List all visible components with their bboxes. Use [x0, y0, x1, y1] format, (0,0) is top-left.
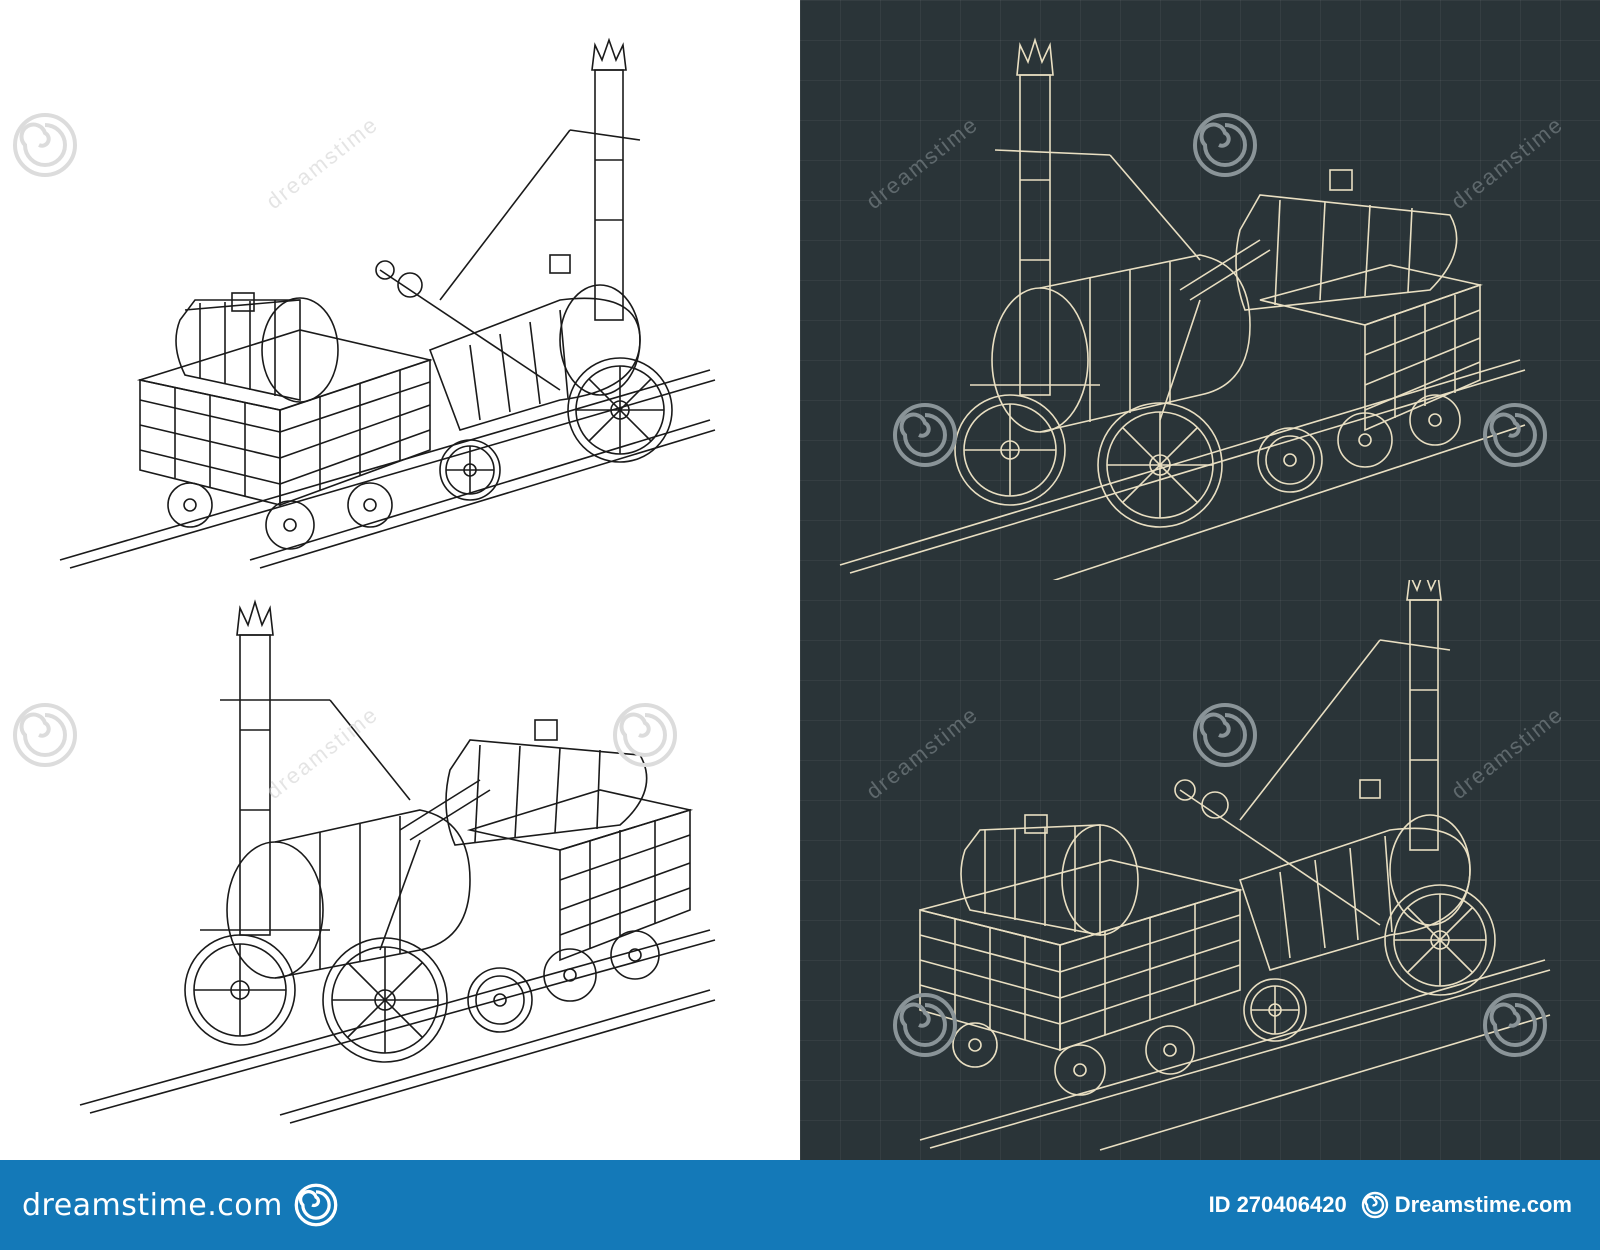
- spiral-logo-icon: [613, 703, 677, 767]
- locomotive-white-rear-view: [0, 0, 800, 580]
- locomotive-drawing: [59, 37, 716, 569]
- locomotive-drawing: [79, 599, 716, 1124]
- locomotive-drawing: [919, 580, 1551, 1151]
- spiral-logo-icon: [1483, 993, 1547, 1057]
- locomotive-blueprint-rear-view: [800, 580, 1600, 1160]
- image-meta: ID 270406420 Dreamstime.com: [1209, 1191, 1572, 1219]
- spiral-logo-icon: [893, 403, 957, 467]
- spiral-logo-icon: [13, 113, 77, 177]
- spiral-logo-icon: [294, 1183, 338, 1227]
- spiral-logo-icon: [13, 703, 77, 767]
- image-id: 270406420: [1236, 1192, 1347, 1217]
- footer-bar: dreamstime.com ID 270406420 Dreamstime.c…: [0, 1160, 1600, 1250]
- spiral-logo-icon: [1193, 703, 1257, 767]
- white-panel: dreamstime dreamstime: [0, 0, 800, 1160]
- locomotive-blueprint-front-view: [800, 0, 1600, 580]
- locomotive-white-front-view: [0, 580, 800, 1160]
- site-name[interactable]: Dreamstime.com: [1394, 1192, 1572, 1217]
- spiral-logo-icon: [1193, 113, 1257, 177]
- footer-brand[interactable]: dreamstime.com: [22, 1182, 339, 1228]
- spiral-logo-icon: [893, 993, 957, 1057]
- spiral-logo-icon: [1361, 1191, 1388, 1219]
- spiral-logo-icon: [1483, 403, 1547, 467]
- brand-name: dreamstime.com: [22, 1187, 283, 1223]
- locomotive-drawing: [839, 37, 1526, 580]
- blueprint-panel: dreamstime dreamstime dreamstime dreamst…: [800, 0, 1600, 1160]
- id-label: ID: [1208, 1192, 1231, 1217]
